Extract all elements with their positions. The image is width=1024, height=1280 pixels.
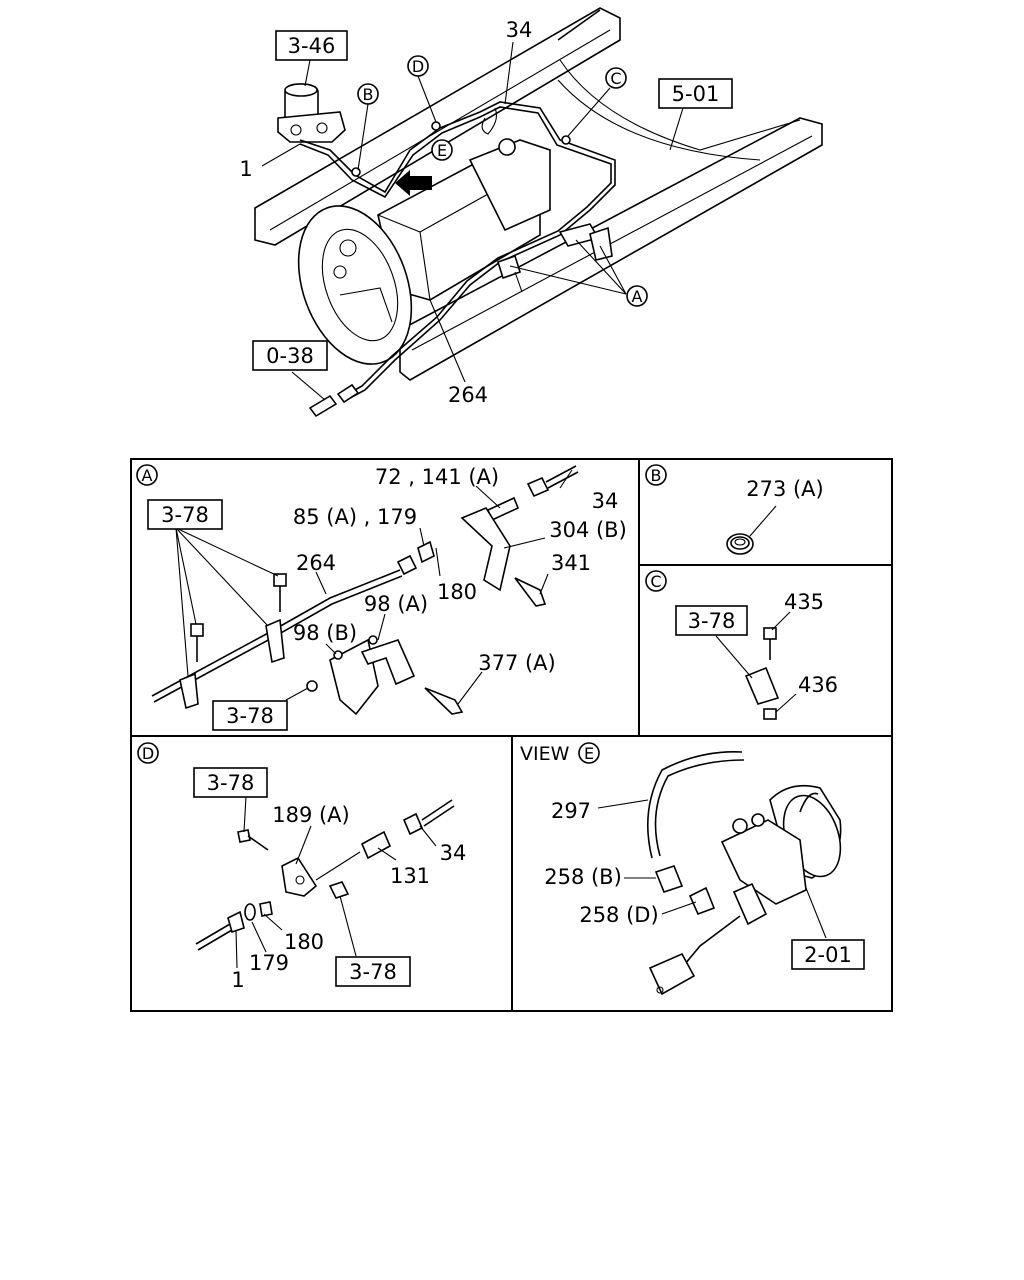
panel-c-label-435: 435 [784,590,824,614]
callout-c-letter: C [610,69,621,88]
panel-a-label-98b: 98 (B) [293,621,357,645]
panel-e-letter: E [584,744,594,763]
ref-0-38-label: 0-38 [266,344,314,368]
panel-d-ref-bottom: 3-78 [335,956,411,987]
panel-a-ref-bottom: 3-78 [212,700,288,731]
panel-e-label-258b: 258 (B) [544,865,622,889]
panel-d-ref-top-label: 3-78 [207,771,255,795]
ref-3-46-label: 3-46 [288,34,336,58]
detail-panel-e: VIEW E 2-01 297 258 (B) 258 (D) [520,742,865,996]
panel-a-label-72-141: 72 , 141 (A) [375,465,499,489]
panel-a-label-34: 34 [592,489,619,513]
panel-b-label-273: 273 (A) [746,477,824,501]
callout-c: C [605,67,627,89]
panel-e-view-label: VIEW [520,743,570,765]
callout-b: B [357,83,379,105]
callout-e-letter: E [437,141,447,160]
panel-d-letter: D [142,744,154,763]
ref-5-01-label: 5-01 [672,82,720,106]
panel-c-label-436: 436 [798,673,838,697]
detail-panel-d: D 3-78 3-78 [137,742,467,992]
ref-box-0-38: 0-38 [252,340,328,371]
callout-a: A [626,285,648,307]
panel-d-label-131: 131 [390,864,430,888]
callout-d-letter: D [412,57,424,76]
panel-a-label-341: 341 [551,551,591,575]
part-264-label: 264 [448,383,488,407]
panel-a-label-304: 304 (B) [549,518,627,542]
panel-d-ref-bottom-label: 3-78 [349,960,397,984]
panel-d-label-1: 1 [231,968,244,992]
panel-e-label-297: 297 [551,799,591,823]
callout-b-letter: B [363,85,374,104]
panel-d-label-189: 189 (A) [272,803,350,827]
panel-a-label-98a: 98 (A) [364,592,428,616]
part-34-label: 34 [506,18,533,42]
panel-a-label-377: 377 (A) [478,651,556,675]
ref-box-3-46: 3-46 [275,30,348,61]
panel-e-ref-label: 2-01 [804,943,852,967]
panel-b-letter: B [651,466,662,485]
panel-a-label-180: 180 [437,580,477,604]
panel-c-letter: C [650,572,661,591]
panel-a-ref-top-label: 3-78 [161,503,209,527]
panel-d-label-34: 34 [440,841,467,865]
callout-a-letter: A [632,287,643,306]
panel-a-label-264: 264 [296,551,336,575]
panel-d-label-180: 180 [284,930,324,954]
panel-c-ref-label: 3-78 [688,609,736,633]
panel-a-label-85-179: 85 (A) , 179 [293,505,417,529]
panel-e-ref: 2-01 [791,939,865,970]
panel-e-label-258d: 258 (D) [579,903,658,927]
part-1-label: 1 [239,157,252,181]
detail-panel-a: A [136,464,627,731]
panel-c-ref: 3-78 [675,605,748,636]
ref-box-5-01: 5-01 [658,78,733,109]
panel-d-ref-top: 3-78 [193,767,268,798]
panel-a-ref-top: 3-78 [147,499,223,530]
panel-a-ref-bottom-label: 3-78 [226,704,274,728]
callout-e: E [431,139,453,161]
panel-d-label-179: 179 [249,951,289,975]
detail-panels-frame [130,458,893,1012]
detail-panel-c: C 3-78 435 436 [645,570,838,720]
detail-panel-b: B 273 (A) [645,464,824,555]
main-assembly: 3-46 5-01 0-38 34 1 264 B D C E [239,7,823,418]
callout-d: D [407,55,429,77]
panel-a-letter: A [142,466,153,485]
